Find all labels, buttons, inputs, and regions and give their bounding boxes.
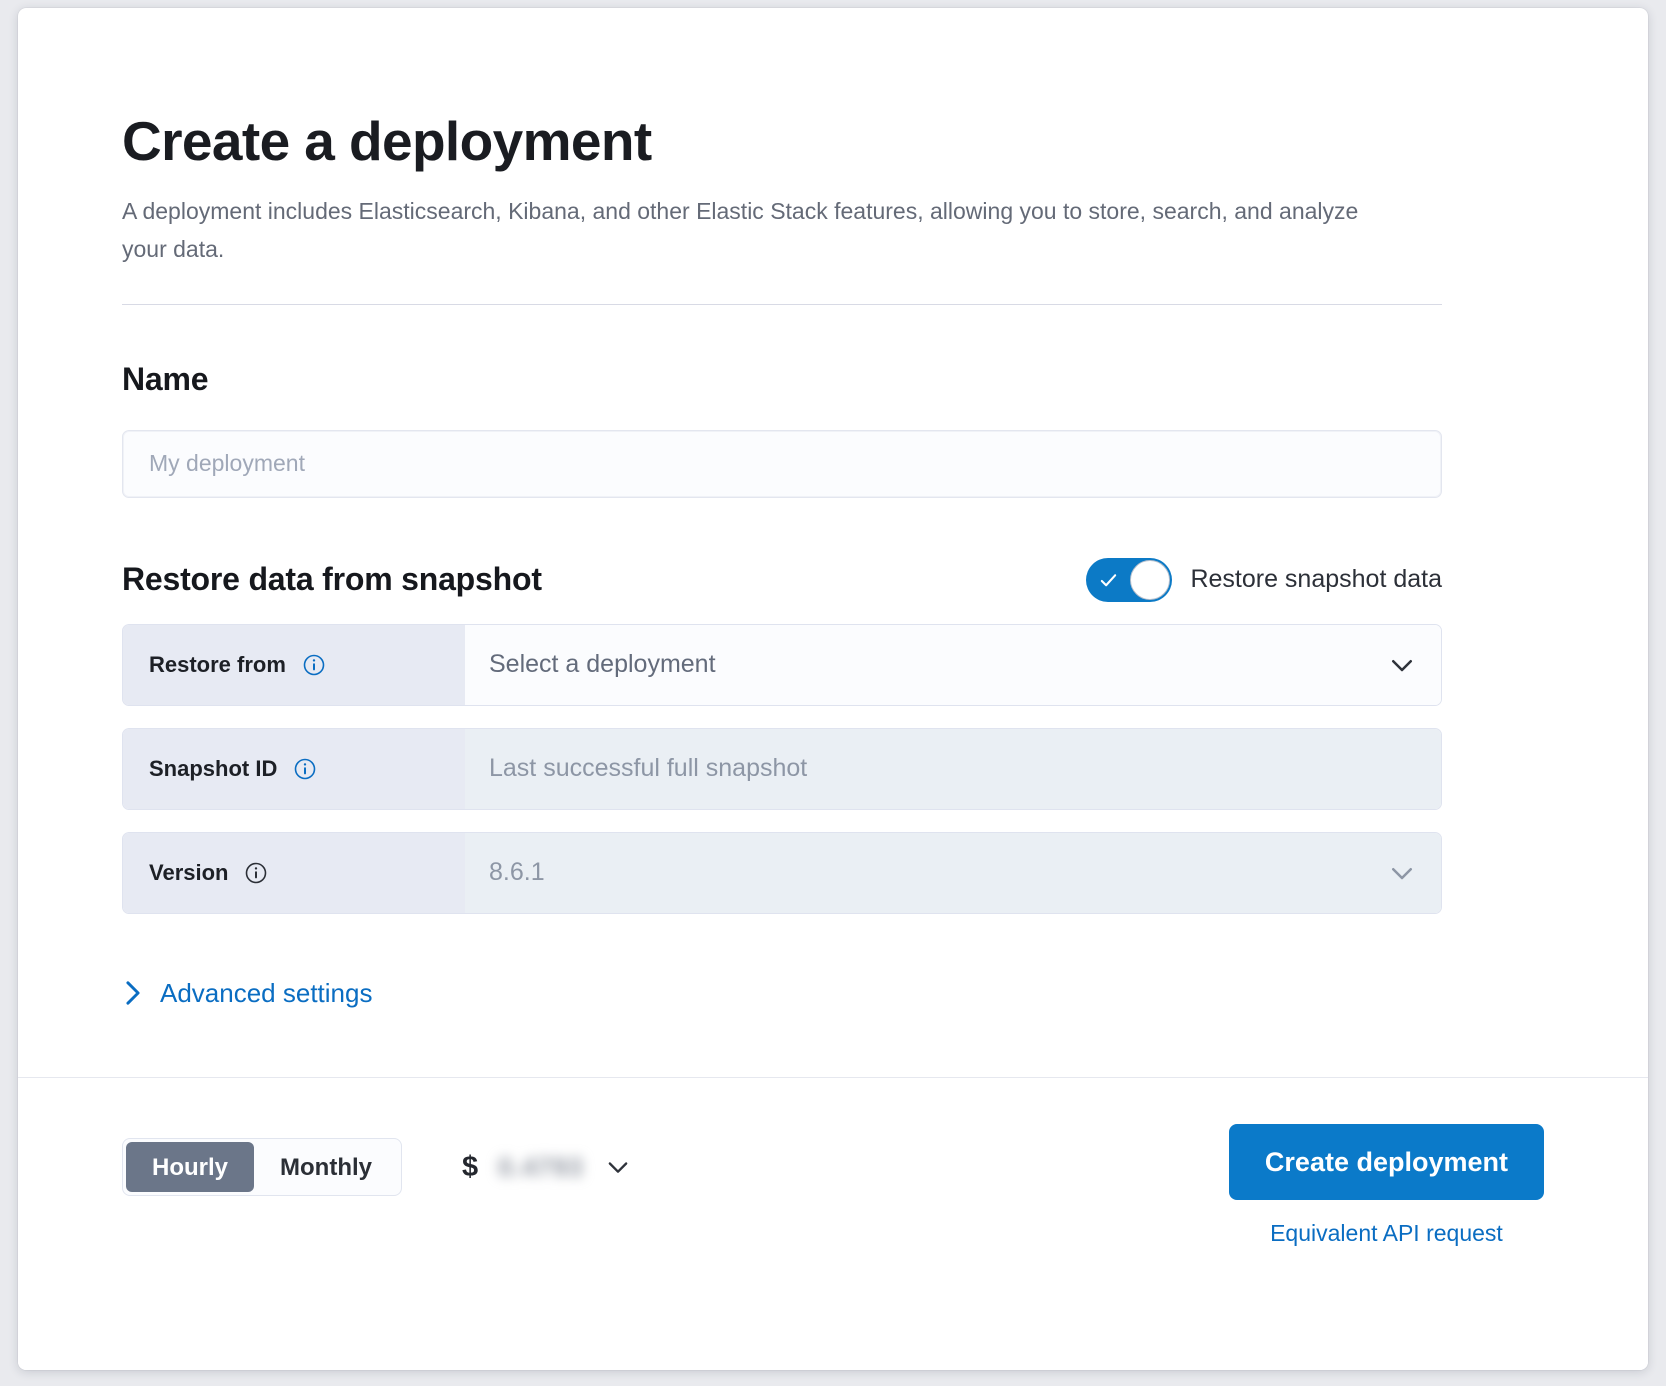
version-label-group: Version xyxy=(123,832,465,913)
footer-left-group: Hourly Monthly $ 0.4793 xyxy=(122,1138,632,1196)
snapshot-id-input[interactable]: Last successful full snapshot xyxy=(465,728,1441,809)
version-value: 8.6.1 xyxy=(489,858,545,887)
advanced-settings-toggle[interactable]: Advanced settings xyxy=(122,978,372,1009)
deployment-name-input[interactable] xyxy=(122,429,1442,498)
restore-from-row: Restore from Select a deployment xyxy=(122,623,1442,706)
page-subtitle: A deployment includes Elasticsearch, Kib… xyxy=(122,198,1359,262)
restore-snapshot-toggle[interactable] xyxy=(1086,557,1173,602)
create-deployment-card: Create a deployment A deployment include… xyxy=(18,8,1648,1370)
create-deployment-button[interactable]: Create deployment xyxy=(1228,1124,1544,1200)
restore-from-label: Restore from xyxy=(149,651,286,677)
restore-toggle-label: Restore snapshot data xyxy=(1190,565,1442,594)
advanced-settings-label: Advanced settings xyxy=(160,977,373,1008)
info-icon[interactable] xyxy=(293,757,317,781)
chevron-down-icon xyxy=(1392,867,1412,880)
name-section: Name xyxy=(122,361,1544,498)
name-section-heading: Name xyxy=(122,360,209,397)
restore-from-label-group: Restore from xyxy=(123,624,465,705)
billing-monthly-button[interactable]: Monthly xyxy=(254,1142,398,1192)
restore-section-heading: Restore data from snapshot xyxy=(122,561,542,598)
billing-hourly-button[interactable]: Hourly xyxy=(126,1142,255,1192)
chevron-down-icon[interactable] xyxy=(604,1153,632,1181)
page-title: Create a deployment xyxy=(122,110,652,172)
restore-toggle-group: Restore snapshot data xyxy=(1086,557,1442,602)
price-value: 0.4793 xyxy=(498,1151,584,1182)
restore-from-value: Select a deployment xyxy=(489,650,716,679)
snapshot-id-row: Snapshot ID Last successful full snapsho… xyxy=(122,727,1442,810)
price-currency: $ xyxy=(462,1150,479,1183)
snapshot-id-value: Last successful full snapshot xyxy=(489,754,808,783)
header-divider xyxy=(122,303,1442,305)
restore-from-select[interactable]: Select a deployment xyxy=(465,624,1441,705)
chevron-down-icon xyxy=(1392,659,1412,672)
footer-right-group: Create deployment Equivalent API request xyxy=(1228,1124,1544,1247)
info-icon[interactable] xyxy=(302,653,326,677)
check-icon xyxy=(1101,574,1117,587)
card-footer: Hourly Monthly $ 0.4793 Create deploymen… xyxy=(18,1077,1648,1370)
version-label: Version xyxy=(149,859,229,885)
price-display[interactable]: $ 0.4793 xyxy=(462,1151,632,1184)
info-icon[interactable] xyxy=(244,861,268,885)
equivalent-api-request-link[interactable]: Equivalent API request xyxy=(1270,1220,1503,1246)
version-row: Version 8.6.1 xyxy=(122,831,1442,914)
snapshot-id-label: Snapshot ID xyxy=(149,755,278,781)
chevron-right-icon xyxy=(126,981,140,1006)
snapshot-id-label-group: Snapshot ID xyxy=(123,728,465,809)
restore-section-header: Restore data from snapshot Restore snaps… xyxy=(122,557,1442,602)
version-select[interactable]: 8.6.1 xyxy=(465,832,1441,913)
billing-period-segmented-control: Hourly Monthly xyxy=(122,1138,402,1196)
toggle-knob xyxy=(1130,559,1171,600)
card-body: Create a deployment A deployment include… xyxy=(18,8,1648,1077)
